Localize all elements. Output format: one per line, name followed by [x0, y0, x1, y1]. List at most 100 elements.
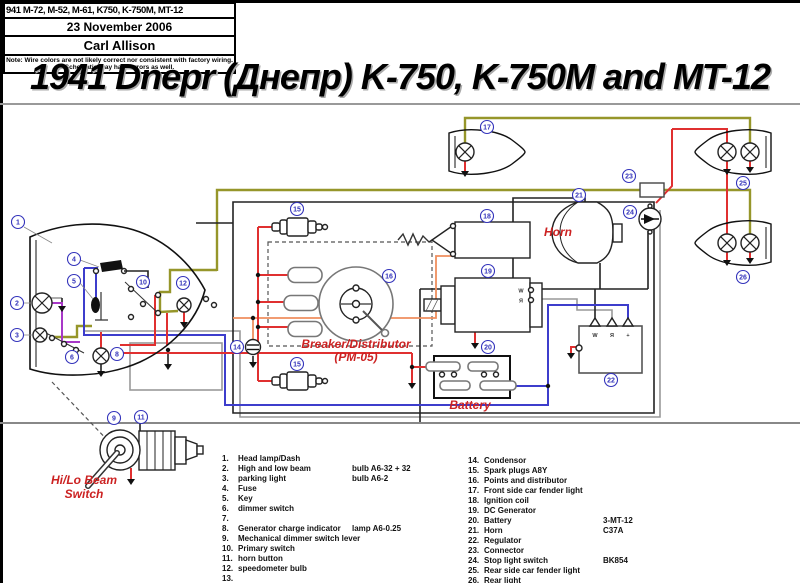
breaker-distributor-label: Breaker/Distributor: [301, 337, 412, 351]
callout-20: 20: [480, 339, 496, 355]
headlamp-outline: [29, 223, 206, 376]
note-line-2: Schematic may have errors as well.: [64, 64, 175, 71]
front-sidecar-fender-light: [448, 129, 526, 175]
svg-text:23: 23: [625, 174, 633, 181]
rear-light: [694, 220, 772, 266]
hilo-label: Hi/Lo Beam: [51, 473, 117, 487]
spark-plugs: [271, 217, 329, 391]
title-block-date: 23 November 2006: [5, 19, 234, 37]
svg-text:1: 1: [16, 220, 20, 227]
svg-text:16: 16: [385, 274, 393, 281]
callout-26: 26: [735, 269, 751, 285]
callout-19: 19: [480, 263, 496, 279]
svg-text:21: 21: [575, 193, 583, 200]
dc-generator: W Я: [423, 277, 543, 333]
callout-4: 4: [66, 251, 82, 267]
callout-24: 24: [622, 204, 638, 220]
callout-5: 5: [66, 273, 82, 289]
horn: [551, 201, 623, 264]
title-block-author: Carl Allison: [5, 37, 234, 56]
callout-2: 2: [9, 295, 25, 311]
title-block-note: Note: Wire colors are not likely correct…: [5, 56, 234, 72]
generator-terminal-w: W: [518, 289, 524, 295]
callout-12: 12: [175, 275, 191, 291]
svg-text:15: 15: [293, 207, 301, 214]
rear-sidecar-fender-light: [694, 129, 772, 175]
battery: [425, 355, 517, 399]
callout-23: 23: [621, 168, 637, 184]
callout-3: 3: [9, 327, 25, 343]
title-block-models: 941 M-72, M-52, M-61, K750, K-750M, MT-1…: [5, 4, 234, 19]
svg-text:12: 12: [179, 281, 187, 288]
svg-text:9: 9: [112, 416, 116, 423]
svg-text:24: 24: [626, 210, 634, 217]
leader-lines: [23, 226, 100, 336]
regulator-terminal-w: W: [592, 333, 598, 339]
svg-text:25: 25: [739, 181, 747, 188]
note-line-1: Note: Wire colors are not likely correct…: [6, 57, 233, 64]
callout-15: 15: [289, 201, 305, 217]
svg-text:20: 20: [484, 345, 492, 352]
page-title: 1941 Dnepr (Днепр) K-750, K-750M and MT-…: [30, 56, 771, 97]
callout-8: 8: [109, 346, 125, 362]
title-block: 941 M-72, M-52, M-61, K750, K-750M, MT-1…: [3, 2, 236, 74]
svg-text:11: 11: [137, 415, 145, 422]
svg-text:15: 15: [293, 362, 301, 369]
callout-18: 18: [479, 208, 495, 224]
connector: [639, 182, 665, 198]
callout-6: 6: [64, 349, 80, 365]
ignition-coil: [397, 221, 531, 259]
breaker-distributor: [283, 266, 394, 342]
svg-text:3: 3: [15, 333, 19, 340]
ground-symbols: [58, 167, 754, 485]
svg-text:26: 26: [739, 275, 747, 282]
callout-22: 22: [603, 372, 619, 388]
svg-text:2: 2: [15, 301, 19, 308]
svg-text:19: 19: [484, 269, 492, 276]
regulator: W Я +: [575, 316, 643, 374]
primary-switch-contacts: [124, 281, 218, 321]
svg-text:18: 18: [483, 214, 491, 221]
hilo-beam-switch: [85, 429, 204, 489]
left-edge-bar: [0, 0, 3, 583]
regulator-terminal-ya: Я: [610, 333, 614, 339]
top-edge-bar: [0, 0, 800, 3]
svg-text:22: 22: [607, 378, 615, 385]
wires-purple: [50, 302, 80, 343]
callout-15: 15: [289, 356, 305, 372]
callout-11: 11: [133, 409, 149, 425]
junction-dot: [165, 347, 171, 353]
breaker-distributor-label-2: (PM-05): [334, 350, 377, 364]
condensor: [244, 338, 262, 356]
lamp-symbols: [31, 142, 760, 365]
horn-label: Horn: [544, 225, 572, 239]
diagram-legend-divider: [0, 422, 800, 424]
callout-17: 17: [479, 119, 495, 135]
headlamp-assembly: [29, 223, 218, 376]
ht-lead: [397, 232, 433, 247]
callout-1: 1: [10, 214, 26, 230]
callout-9: 9: [106, 410, 122, 426]
svg-text:17: 17: [483, 125, 491, 132]
svg-text:14: 14: [233, 345, 241, 352]
svg-text:6: 6: [70, 355, 74, 362]
regulator-terminal-plus: +: [626, 333, 629, 339]
callout-14: 14: [229, 339, 245, 355]
battery-label: Battery: [449, 398, 492, 412]
svg-text:5: 5: [72, 279, 76, 286]
engine-case-dashed: [51, 241, 433, 447]
component-labels: Breaker/Distributor (PM-05) Horn Battery…: [51, 225, 572, 501]
callout-21: 21: [571, 187, 587, 203]
stoplight-switch: [638, 203, 662, 235]
svg-text:8: 8: [115, 352, 119, 359]
key-switch: [91, 292, 108, 321]
svg-text:4: 4: [72, 257, 76, 264]
title-divider: [0, 103, 800, 105]
hilo-label-2: Switch: [65, 487, 104, 501]
junction-dots: [250, 272, 551, 389]
callout-16: 16: [381, 268, 397, 284]
callout-10: 10: [135, 274, 151, 290]
